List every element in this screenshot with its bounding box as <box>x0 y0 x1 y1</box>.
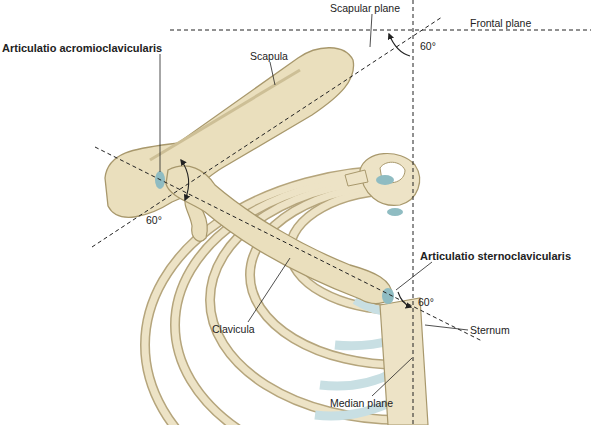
joint-label: Articulatio sternoclavicularis <box>420 250 571 262</box>
angle-arc <box>181 34 411 307</box>
part-label: Sternum <box>470 324 510 336</box>
plane-lines <box>92 0 591 425</box>
part-label: Clavicula <box>212 323 255 335</box>
vertebra <box>345 154 420 216</box>
angle-label: 60° <box>418 296 434 308</box>
plane-label: Frontal plane <box>470 17 531 29</box>
plane-label: Median plane <box>330 397 393 409</box>
clavicle-bone <box>166 166 392 304</box>
disc <box>376 175 394 185</box>
leader-line <box>160 14 468 396</box>
part-label: Scapula <box>250 50 288 62</box>
joint-label: Articulatio acromioclavicularis <box>2 42 162 54</box>
angle-label: 60° <box>420 40 436 52</box>
plane-label: Scapular plane <box>330 2 400 14</box>
angle-label: 60° <box>146 214 162 226</box>
